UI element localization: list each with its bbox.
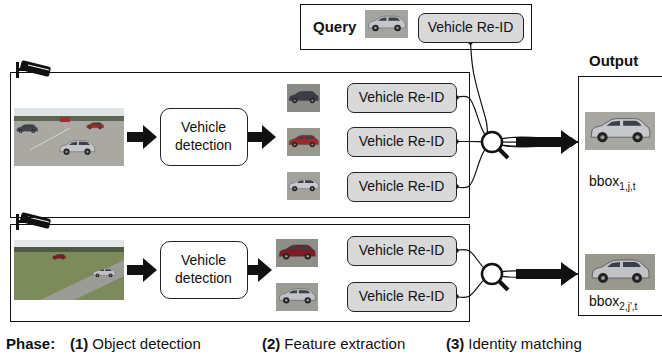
flow-arrow <box>246 258 272 282</box>
panel-heading: Output <box>589 52 638 69</box>
camera-panel: Vehicle detectionVehicle Re-IDVehicle Re… <box>10 72 470 218</box>
camera-panel: Vehicle detectionVehicle Re-IDVehicle Re… <box>10 224 470 322</box>
frame-trees <box>14 116 124 121</box>
output-car <box>591 119 650 143</box>
vehicle-crop <box>276 239 318 267</box>
frame-car <box>93 268 115 277</box>
box-label: Vehicle Re-ID <box>359 89 445 107</box>
box-label: Vehicle Re-ID <box>359 288 445 306</box>
reid-box: Vehicle Re-ID <box>418 13 524 43</box>
flow-arrow <box>127 258 157 282</box>
phase-number: Phase: <box>6 335 55 352</box>
camera-arm <box>16 220 26 223</box>
phase-name: Object detection <box>92 335 200 352</box>
flow-arrow <box>516 262 577 286</box>
connector <box>471 43 579 147</box>
crop-car <box>289 91 318 103</box>
box-label: Vehicle Re-ID <box>359 133 445 151</box>
reid-box: Vehicle Re-ID <box>347 172 457 202</box>
box-label: Vehicle detection <box>168 119 240 154</box>
camera-arm <box>16 68 26 71</box>
phase-number: (3) <box>446 335 464 352</box>
flow-arrow <box>246 125 276 149</box>
box-label: Vehicle Re-ID <box>359 242 445 260</box>
box-label: Vehicle Re-ID <box>359 178 445 196</box>
magnifier-lens <box>482 132 502 152</box>
box-label: Vehicle Re-ID <box>428 19 514 37</box>
detection-box: Vehicle detection <box>160 241 248 299</box>
query-car <box>368 16 405 31</box>
camera-frame <box>14 108 124 166</box>
crop-car <box>289 179 318 191</box>
crop-car <box>289 135 318 147</box>
reid-box: Vehicle Re-ID <box>347 282 457 312</box>
magnifier-icon <box>482 264 508 290</box>
vehicle-crop <box>287 84 320 112</box>
output-crop <box>585 112 655 150</box>
phase-name: Identity matching <box>468 335 581 352</box>
flow-arrow <box>127 125 157 149</box>
camera-frame <box>14 240 124 300</box>
bbox-label: bbox2,j',t <box>589 293 637 312</box>
vehicle-crop <box>276 283 318 311</box>
query-photo <box>365 10 408 38</box>
magnifier-lens <box>482 264 502 284</box>
camera-icon <box>16 212 51 230</box>
output-car <box>592 260 649 283</box>
camera-stripe <box>28 65 49 70</box>
magnifier-handle <box>499 281 508 290</box>
magnifier-handle <box>499 149 508 158</box>
crop-car <box>279 289 315 304</box>
frame-road <box>40 260 124 300</box>
output-crop <box>585 254 655 290</box>
output-panel: Outputbbox1,j,tbbox2,j',t <box>578 76 662 316</box>
phase-number: (1) <box>70 335 88 352</box>
phase-name: Feature extraction <box>284 335 405 352</box>
phase-number: (2) <box>262 335 280 352</box>
frame-car <box>17 125 38 133</box>
box-label: Vehicle detection <box>168 252 240 287</box>
magnifier-icon <box>482 132 508 158</box>
detection-box: Vehicle detection <box>160 108 248 166</box>
frame-trees <box>14 247 124 252</box>
crop-car <box>279 245 315 260</box>
reid-box: Vehicle Re-ID <box>347 83 457 113</box>
reid-box: Vehicle Re-ID <box>347 236 457 266</box>
frame-car <box>60 141 95 155</box>
camera-icon <box>16 60 51 78</box>
vehicle-crop <box>287 172 320 200</box>
frame-car <box>87 122 104 129</box>
flow-arrow <box>516 130 577 154</box>
bbox-label: bbox1,j,t <box>589 173 635 192</box>
frame-building <box>60 117 70 122</box>
vehicle-crop <box>287 128 320 156</box>
query-panel: Query Vehicle Re-ID <box>300 4 532 50</box>
reid-box: Vehicle Re-ID <box>347 127 457 157</box>
panel-heading: Query <box>313 18 356 35</box>
frame-car <box>53 254 66 259</box>
